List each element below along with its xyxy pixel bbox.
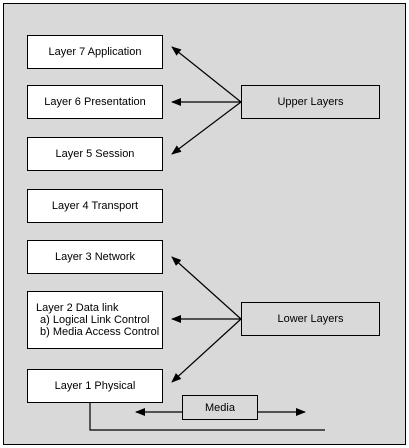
- layer-3-box: Layer 3 Network: [27, 240, 163, 274]
- layer-5-box: Layer 5 Session: [27, 137, 163, 171]
- layer-2-title: Layer 2 Data link: [36, 302, 119, 314]
- upper-layers-box: Upper Layers: [241, 85, 380, 119]
- upper-layers-label: Upper Layers: [277, 96, 344, 108]
- media-label: Media: [205, 401, 235, 414]
- lower-layers-label: Lower Layers: [277, 313, 344, 325]
- layer-4-box: Layer 4 Transport: [27, 189, 163, 223]
- layer-6-box: Layer 6 Presentation: [27, 85, 163, 119]
- physical-to-media-line: [89, 403, 325, 431]
- layer-2-sublayer-mac: b) Media Access Control: [40, 326, 160, 338]
- media-box: Media: [182, 395, 258, 420]
- layer-7-box: Layer 7 Application: [27, 35, 163, 69]
- arrow-lower-to-layer-3: [171, 256, 242, 320]
- layer-6-label: Layer 6 Presentation: [44, 96, 146, 108]
- layer-2-box: Layer 2 Data link a) Logical Link Contro…: [27, 291, 163, 349]
- layer-4-label: Layer 4 Transport: [51, 200, 139, 212]
- layer-1-label: Layer 1 Physical: [54, 380, 136, 392]
- arrow-upper-to-layer-7: [171, 46, 242, 103]
- arrow-lower-to-layer-1: [171, 318, 242, 383]
- layer-2-sublayer-llc: a) Logical Link Control: [40, 314, 150, 326]
- layer-1-box: Layer 1 Physical: [27, 369, 163, 403]
- lower-layers-box: Lower Layers: [241, 302, 380, 336]
- arrow-upper-to-layer-5: [171, 101, 242, 155]
- layer-7-label: Layer 7 Application: [48, 46, 142, 58]
- layer-3-label: Layer 3 Network: [54, 251, 136, 263]
- layer-5-label: Layer 5 Session: [55, 148, 135, 160]
